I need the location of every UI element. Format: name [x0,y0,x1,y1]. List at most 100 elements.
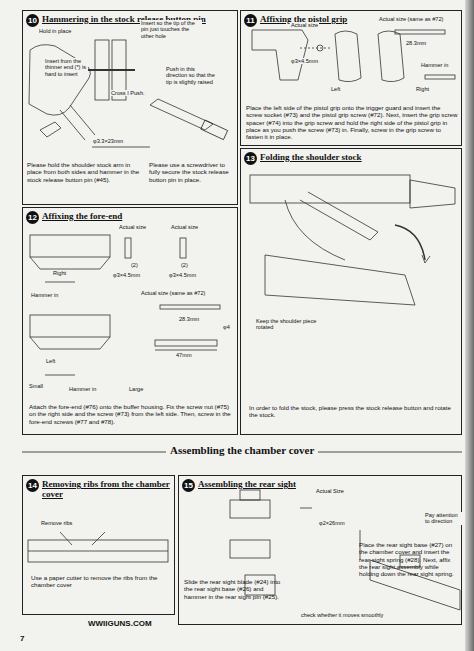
illustration-stroke [88,69,135,71]
illustration-stroke [155,350,217,351]
step-number: 11 [244,14,257,27]
callout-label: φ3.3×23mm [92,138,124,144]
instruction-panel: 13Folding the shoulder stock In order to … [240,148,462,435]
illustration-stroke [45,282,75,283]
callout-label: Actual size [170,224,199,230]
callout-label: Insert from the thinner end (*) is hard … [44,58,88,77]
instruction-note: In order to fold the stock, please press… [249,404,454,419]
callout-label: Small [28,383,44,389]
step-title: Affixing the fore-end [42,211,137,221]
callout-label: Actual size [290,22,319,28]
callout-label: φ3×4.5mm [112,272,141,278]
instruction-panel: 12Affixing the fore-endAttach the fore-e… [22,207,238,435]
step-number: 15 [182,479,195,492]
illustration-stroke [30,337,110,349]
fore-end-figure [30,235,220,375]
callout-label: φ3×4.5mm [168,272,197,278]
illustration-stroke [335,31,361,82]
callout-label: Large [128,386,144,392]
folding-stock-figure [250,175,455,305]
illustration-stroke [250,175,410,203]
instruction-note: Use a paper cutter to remove the ribs fr… [31,574,169,589]
instruction-panel: 11Affixing the pistol gripPlace the left… [240,10,462,146]
callout-label: Hammer in [420,62,449,68]
illustration-stroke [28,540,168,562]
callout-label: Actual size (same as #72) [378,16,444,22]
callout-label: 28.3mm [178,316,200,322]
step-title: Removing ribs from the chamber cover [42,479,170,500]
callout-label: Remove ribs [40,520,73,526]
instruction-panel: 10Hammering in the stock release button … [22,10,238,205]
callout-label: Cross I Push. [110,90,146,96]
illustration-stroke [45,375,75,376]
illustration-stroke [30,315,110,337]
illustration-stroke [285,200,345,260]
illustration-stroke [160,305,220,309]
callout-label: Left [330,86,341,92]
illustration-stroke [155,340,217,346]
illustration-stroke [300,192,378,240]
callout-label: φ3×4.5mm [290,58,319,64]
callout-label: Hammer in [68,386,97,392]
rear-sight-figure [230,490,460,610]
callout-label: Actual size (same as #72) [140,290,206,296]
illustration-stroke [28,551,168,552]
illustration-stroke [252,30,308,80]
scan-shadow [465,0,474,651]
illustration-stroke [30,257,110,269]
illustration-stroke [395,30,445,34]
callout-label: Pay attention to direction [424,512,462,525]
section-heading: Assembling the chamber cover [166,444,318,457]
instruction-note: Place the left side of the pistol grip o… [246,104,458,141]
illustration-stroke [60,105,95,140]
step-title: Folding the shoulder stock [260,152,450,162]
illustration-stroke [240,490,260,500]
illustration-stroke [230,500,270,518]
instruction-note: Slide the rear sight blade (#24) into th… [184,578,284,600]
instruction-note: Please use a screwdriver to fully secure… [149,161,235,183]
page-number: 7 [20,634,24,643]
illustration-stroke [30,235,110,257]
watermark: WWIIGUNS.COM [88,619,152,628]
illustration-stroke [40,122,61,137]
callout-label: Hold in place [38,28,72,34]
callout-label: Right [52,270,67,276]
callout-label: 47mm [175,352,193,358]
callout-label: Insert so the tip of the pin just touche… [140,20,202,39]
illustration-stroke [422,255,430,263]
illustration-stroke [201,120,228,140]
step-number: 10 [26,14,39,27]
illustration-stroke [29,45,90,115]
illustration-stroke [60,532,72,545]
callout-label: φ2×26mm [318,520,346,526]
step-title: Assembling the rear sight [198,479,378,489]
step-number: 12 [26,211,39,224]
illustration-stroke [300,508,312,509]
instruction-note: Place the rear sight base (#27) on the c… [359,541,459,578]
chamber-cover-figure [28,532,168,562]
illustration-stroke [425,75,455,79]
callout-label: Actual size [118,224,147,230]
hammer-stock-figure [29,40,228,147]
instruction-panel: 15Assembling the rear sightSlide the rea… [178,475,462,625]
callout-label: φ4 [222,324,231,330]
illustration-stroke [265,255,415,305]
illustration-stroke [180,238,186,258]
step-number: 14 [26,479,39,492]
illustration-stroke [378,31,404,82]
callout-label: Actual Size [315,488,345,494]
callout-label: Right [415,86,430,92]
step-number: 13 [244,152,257,165]
illustration-stroke [395,225,425,260]
callout-label: Keep the shoulder piece rotated [255,318,327,331]
instruction-note: Please hold the shoulder stock arm in pl… [27,161,145,183]
illustration-stroke [410,180,455,208]
illustration-stroke [300,48,330,49]
pistol-grip-figure [252,30,455,82]
instruction-panel: 14Removing ribs from the chamber coverUs… [22,475,175,615]
callout-label: (2) [180,262,189,268]
callout-label: Push in this direction so that the tip i… [165,66,217,85]
illustration-stroke [150,99,213,130]
callout-label: Left [45,358,56,364]
illustration-stroke [92,147,150,148]
